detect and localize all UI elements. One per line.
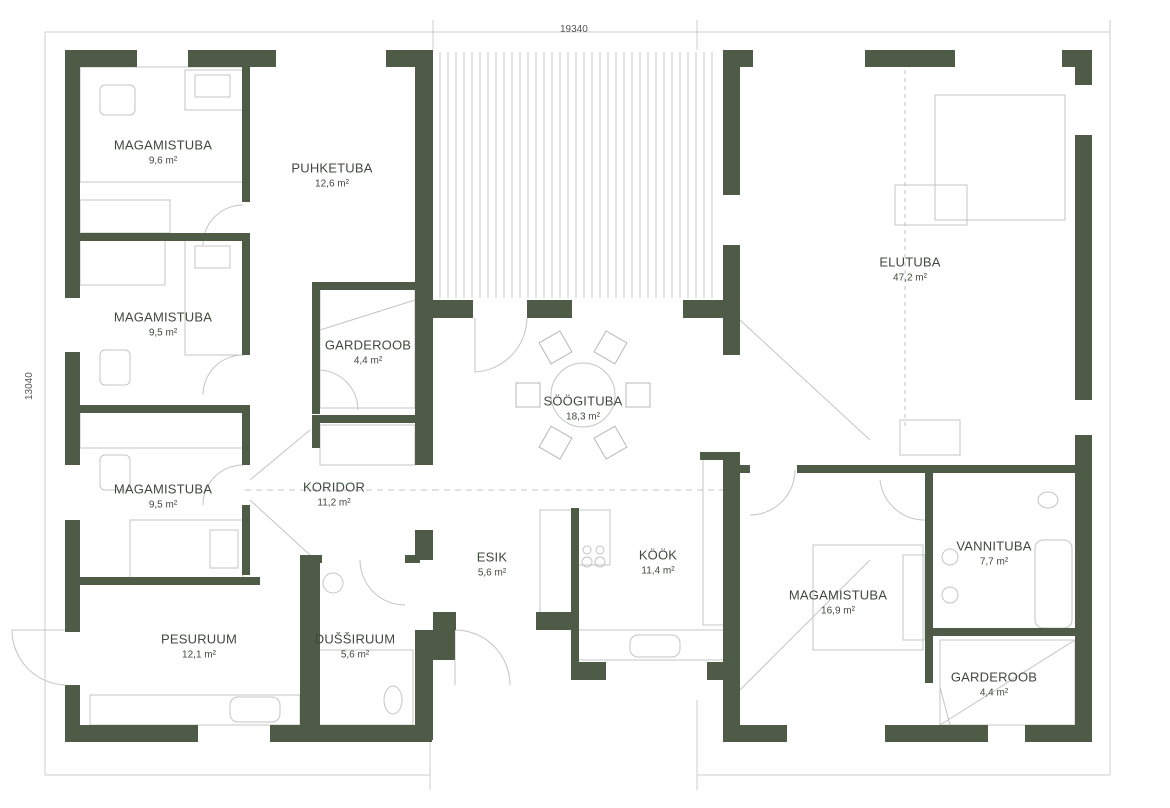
room-area: 12,1 m² bbox=[182, 649, 216, 661]
terrace bbox=[439, 52, 713, 298]
room-garderoob-1: GARDEROOB 4,4 m² bbox=[325, 338, 411, 367]
room-name: KÖÖK bbox=[638, 547, 678, 563]
room-name: MAGAMISTUBA bbox=[788, 587, 888, 603]
room-area: 47,2 m² bbox=[893, 272, 927, 284]
room-bedroom-3: MAGAMISTUBA 9,5 m² bbox=[114, 482, 212, 511]
room-area: 7,7 m² bbox=[979, 556, 1009, 568]
room-area: 9,6 m² bbox=[148, 155, 178, 167]
room-area: 18,3 m² bbox=[566, 411, 600, 423]
dining-chair bbox=[515, 382, 541, 408]
room-dussiruum: DUŠŠIRUUM 5,6 m² bbox=[315, 632, 396, 661]
room-bedroom-2: MAGAMISTUBA 9,5 m² bbox=[114, 310, 212, 339]
room-name: ESIK bbox=[476, 549, 508, 565]
room-name: GARDEROOB bbox=[950, 669, 1038, 685]
room-name: DUŠŠIRUUM bbox=[314, 631, 396, 647]
room-name: PESURUUM bbox=[161, 631, 237, 647]
room-name: SÖÖGITUBA bbox=[543, 393, 623, 409]
room-name: MAGAMISTUBA bbox=[113, 137, 213, 153]
room-name: PUHKETUBA bbox=[291, 160, 373, 176]
walls bbox=[65, 50, 1092, 742]
room-name: GARDEROOB bbox=[324, 337, 412, 353]
width-dimension: 19340 bbox=[560, 24, 588, 35]
room-elutuba: ELUTUBA 47,2 m² bbox=[879, 255, 940, 284]
room-area: 11,2 m² bbox=[317, 497, 351, 509]
room-koridor: KORIDOR 11,2 m² bbox=[303, 480, 365, 509]
room-area: 4,4 m² bbox=[353, 355, 383, 367]
room-name: MAGAMISTUBA bbox=[113, 309, 213, 325]
room-name: KORIDOR bbox=[302, 479, 366, 495]
room-puhketuba: PUHKETUBA 12,6 m² bbox=[291, 161, 372, 190]
dimension-lines bbox=[44, 20, 1111, 790]
room-bedroom-1: MAGAMISTUBA 9,6 m² bbox=[114, 138, 212, 167]
room-area: 5,6 m² bbox=[477, 567, 507, 579]
dining-chair bbox=[625, 382, 651, 408]
room-area: 12,6 m² bbox=[315, 178, 349, 190]
room-area: 9,5 m² bbox=[148, 327, 178, 339]
height-dimension: 13040 bbox=[24, 372, 35, 400]
dining-chair bbox=[593, 425, 628, 460]
room-vannituba: VANNITUBA 7,7 m² bbox=[956, 539, 1031, 568]
room-area: 11,4 m² bbox=[641, 565, 675, 577]
room-esik: ESIK 5,6 m² bbox=[477, 550, 507, 579]
room-name: ELUTUBA bbox=[879, 254, 941, 270]
room-area: 9,5 m² bbox=[148, 499, 178, 511]
dining-chairs bbox=[515, 330, 651, 460]
dining-chair bbox=[538, 425, 573, 460]
room-area: 16,9 m² bbox=[821, 605, 855, 617]
room-area: 5,6 m² bbox=[340, 649, 370, 661]
room-area: 4,4 m² bbox=[979, 687, 1009, 699]
room-pesuruum: PESURUUM 12,1 m² bbox=[161, 632, 237, 661]
room-garderoob-2: GARDEROOB 4,4 m² bbox=[951, 670, 1037, 699]
room-bedroom-master: MAGAMISTUBA 16,9 m² bbox=[789, 588, 887, 617]
room-soogituba: SÖÖGITUBA 18,3 m² bbox=[543, 394, 622, 423]
room-name: VANNITUBA bbox=[956, 538, 1032, 554]
dining-chair bbox=[593, 330, 628, 365]
dining-chair bbox=[538, 330, 573, 365]
room-name: MAGAMISTUBA bbox=[113, 481, 213, 497]
room-kook: KÖÖK 11,4 m² bbox=[639, 548, 677, 577]
